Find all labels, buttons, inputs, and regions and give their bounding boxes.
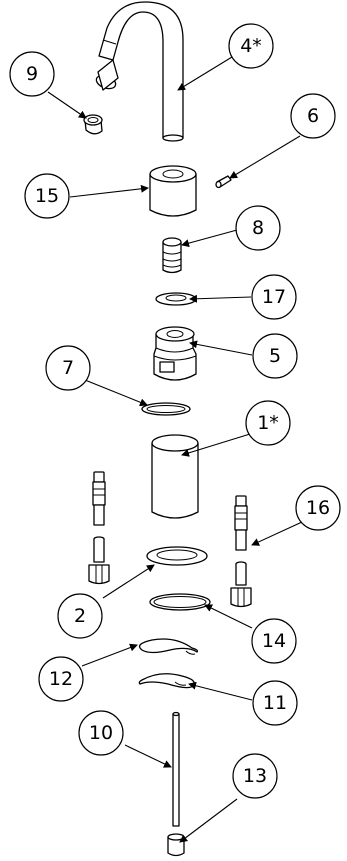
balloon-4: 4* [228, 23, 274, 69]
balloon-13: 13 [232, 753, 278, 799]
svg-text:7: 7 [62, 357, 74, 379]
part-end-plug [167, 833, 185, 857]
svg-text:5: 5 [269, 345, 281, 367]
balloon-2: 2 [57, 593, 103, 639]
part-cartridge-stem [162, 237, 182, 274]
part-base-washer [146, 546, 208, 566]
svg-text:12: 12 [49, 668, 73, 690]
part-aerator [83, 114, 103, 135]
svg-text:17: 17 [262, 286, 286, 308]
part-body-tube [151, 434, 199, 519]
balloon-9: 9 [9, 51, 55, 97]
svg-text:15: 15 [35, 185, 59, 207]
svg-text:6: 6 [307, 105, 319, 127]
balloon-5: 5 [252, 333, 298, 379]
balloon-15: 15 [24, 173, 70, 219]
balloon-1: 1* [245, 400, 291, 446]
svg-text:4*: 4* [240, 35, 262, 57]
svg-text:1*: 1* [257, 412, 279, 434]
balloon-6: 6 [290, 93, 336, 139]
part-rod [172, 711, 180, 827]
part-cap-sleeve [149, 165, 197, 217]
part-circlip-upper [138, 638, 199, 655]
part-hose-connector-right [230, 495, 252, 608]
balloon-16: 16 [295, 485, 341, 531]
balloon-17: 17 [251, 274, 297, 320]
svg-text:13: 13 [243, 765, 267, 787]
part-retaining-clip [138, 673, 195, 689]
balloon-10: 10 [78, 710, 124, 756]
svg-text:8: 8 [252, 217, 264, 239]
leader-lines [47, 56, 303, 843]
svg-text:11: 11 [263, 692, 287, 714]
part-o-ring-large [149, 593, 211, 611]
balloon-12: 12 [38, 656, 84, 702]
svg-text:14: 14 [262, 630, 286, 652]
svg-text:16: 16 [306, 497, 330, 519]
balloon-11: 11 [252, 680, 298, 726]
part-pin [215, 175, 232, 189]
balloon-7: 7 [45, 345, 91, 391]
balloon-8: 8 [235, 205, 281, 251]
svg-text:10: 10 [89, 722, 113, 744]
svg-text:2: 2 [74, 605, 86, 627]
part-spout [95, 1, 184, 142]
balloon-14: 14 [251, 618, 297, 664]
part-o-ring-upper [141, 402, 191, 416]
part-hose-connector-left [88, 471, 110, 585]
svg-text:9: 9 [26, 63, 38, 85]
part-valve-body [153, 326, 197, 381]
